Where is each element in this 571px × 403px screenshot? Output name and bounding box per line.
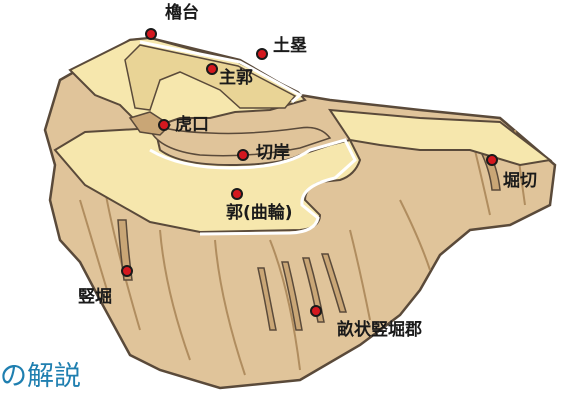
marker-dorui <box>257 49 267 59</box>
label-unejo-tatebori-gun: 畝状竪堀郡 <box>337 322 422 339</box>
label-shukuruwa: 主郭 <box>219 70 253 87</box>
label-koguchi: 虎口 <box>175 117 209 134</box>
marker-yagura-dai <box>146 29 156 39</box>
label-kirigishi: 切岸 <box>256 145 290 162</box>
marker-tatebori <box>122 266 132 276</box>
label-horikiri: 堀切 <box>503 173 537 190</box>
label-dorui: 土塁 <box>273 38 307 55</box>
marker-unejo-tatebori-gun <box>311 306 321 316</box>
marker-shukuruwa <box>207 64 217 74</box>
caption-title: の解説 <box>0 363 81 390</box>
marker-kuruwa <box>232 189 242 199</box>
label-kuruwa: 郭(曲輪) <box>226 205 293 222</box>
marker-kirigishi <box>238 150 248 160</box>
marker-koguchi <box>159 120 169 130</box>
label-tatebori: 竪堀 <box>78 289 112 306</box>
label-yagura-dai: 櫓台 <box>165 5 199 22</box>
marker-horikiri <box>487 155 497 165</box>
